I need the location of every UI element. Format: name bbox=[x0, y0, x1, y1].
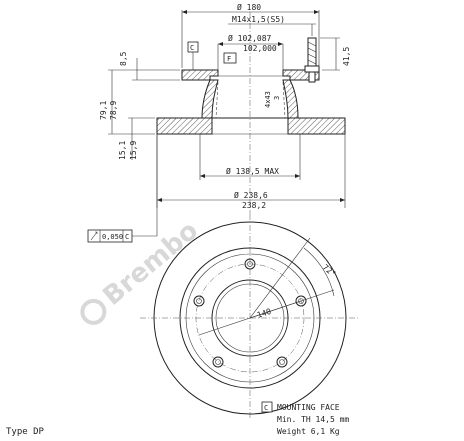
dim-bore-top: Ø 102,087 bbox=[228, 33, 272, 43]
dim-stud-height: 41,5 bbox=[342, 47, 351, 66]
runout-arrow-icon bbox=[90, 231, 98, 241]
runout-tolerance-frame: 0,050 C bbox=[87, 134, 158, 243]
wheel-stud bbox=[304, 37, 320, 83]
dim-outer-b: 238,2 bbox=[242, 201, 266, 210]
dim-angle: 72° bbox=[321, 263, 338, 279]
hat-wall-left bbox=[201, 79, 219, 119]
dim-flange-thickness: 8,5 bbox=[119, 51, 128, 66]
legend: C MOUNTING FACE Min. TH 14,5 mm Weight 6… bbox=[261, 401, 349, 436]
dim-stud-count-suffix: 3 bbox=[273, 96, 281, 100]
dim-thread: M14x1,5(S5) bbox=[232, 15, 285, 24]
dim-bore-bottom: 102,000 bbox=[243, 44, 277, 53]
datum-c-label: C bbox=[190, 44, 194, 52]
dim-outer-a: Ø 238,6 bbox=[234, 190, 268, 200]
datum-f-label: F bbox=[227, 55, 231, 63]
dim-disc-thickness-b: 15,9 bbox=[129, 141, 138, 160]
mounting-face-symbol bbox=[261, 401, 273, 413]
weight-label: Weight 6,1 Kg bbox=[277, 427, 340, 436]
min-thickness-label: Min. TH 14,5 mm bbox=[277, 415, 349, 424]
dim-inner-max: Ø 138,5 MAX bbox=[226, 166, 279, 176]
svg-text:0,050: 0,050 bbox=[102, 233, 123, 241]
dim-outer-flange: Ø 180 bbox=[237, 2, 261, 12]
hat-flange-left bbox=[181, 69, 219, 81]
disc-plate-left bbox=[156, 117, 213, 135]
datum-f-frame bbox=[223, 52, 237, 64]
stud-holes bbox=[193, 258, 307, 368]
svg-text:C: C bbox=[125, 233, 129, 241]
section-view: Ø 180 M14x1,5(S5) C Ø 102,087 102,000 F … bbox=[99, 2, 351, 214]
dim-pcd: 140 bbox=[256, 307, 273, 320]
dim-total-height-a: 79,1 bbox=[99, 101, 108, 120]
svg-text:C: C bbox=[264, 404, 268, 412]
mounting-face-label: MOUNTING FACE bbox=[277, 403, 340, 412]
hat-wall-right bbox=[282, 79, 299, 119]
dim-disc-thickness-a: 15,1 bbox=[118, 141, 127, 160]
dim-total-height-b: 78,9 bbox=[109, 101, 118, 120]
dim-stud-count: 4x43 bbox=[264, 91, 272, 108]
disc-plate-right bbox=[287, 117, 346, 135]
type-label: Type DP bbox=[6, 427, 45, 437]
